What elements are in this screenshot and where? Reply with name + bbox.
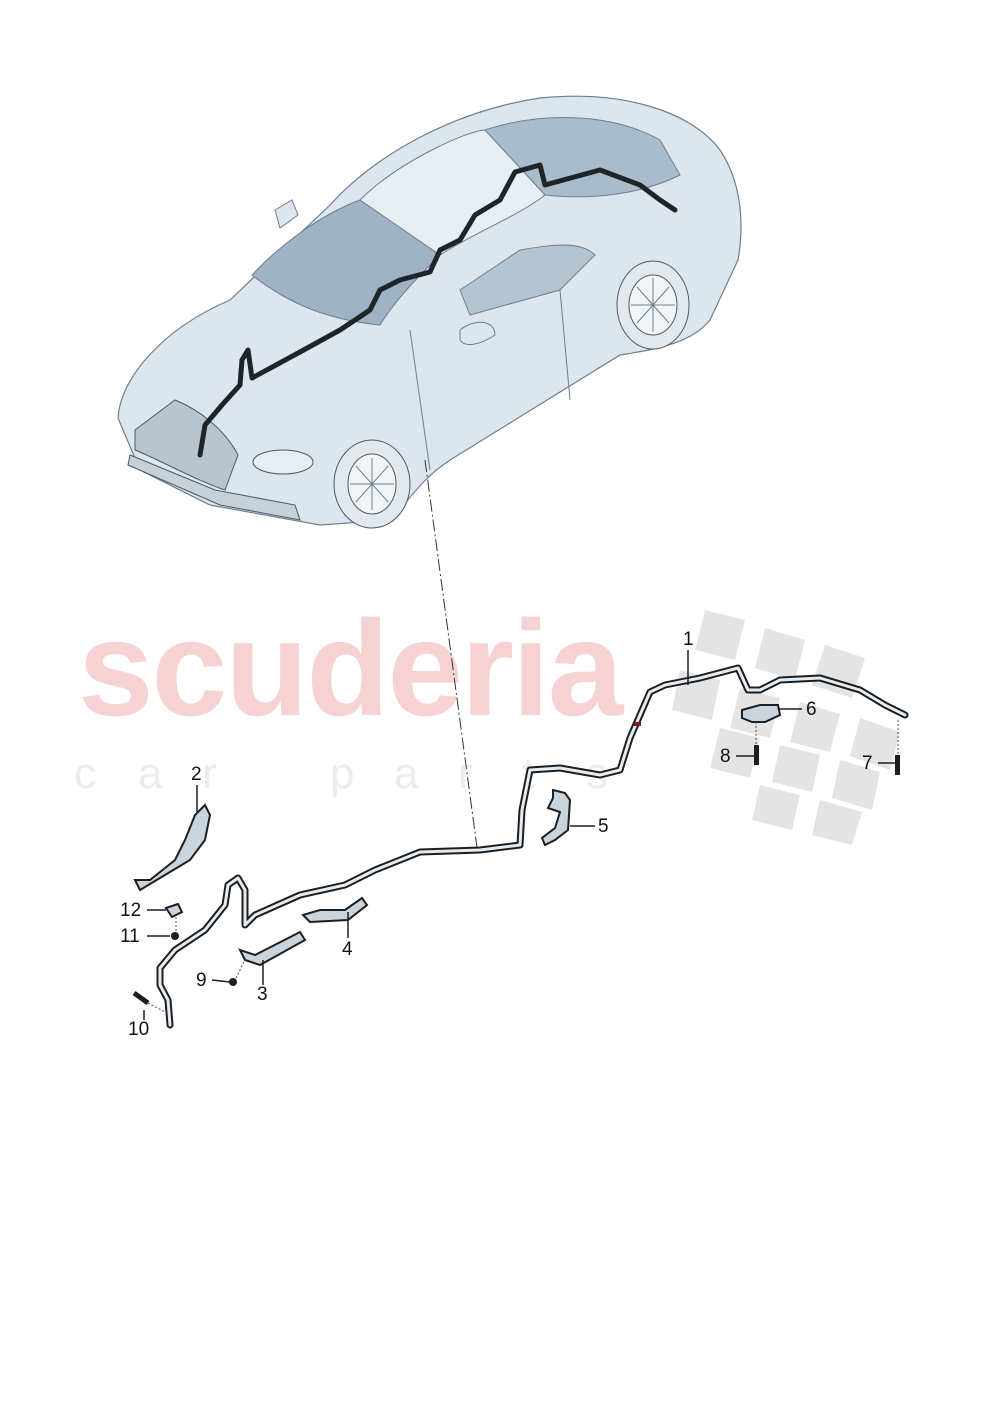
callout-2[interactable]: 2	[191, 764, 202, 785]
callout-4[interactable]: 4	[342, 939, 353, 960]
part-7-bolt	[895, 755, 900, 775]
callout-11[interactable]: 11	[120, 926, 140, 947]
callout-9[interactable]: 9	[196, 970, 207, 991]
watermark-letter: c	[74, 749, 96, 798]
part-8-bolt	[754, 745, 759, 765]
callout-12[interactable]: 12	[120, 900, 142, 921]
part-10-bolt	[132, 990, 150, 1006]
watermark-letter: a	[138, 749, 163, 798]
callout-6[interactable]: 6	[806, 699, 817, 720]
callout-5[interactable]: 5	[598, 816, 609, 837]
callout-1[interactable]: 1	[683, 629, 694, 650]
part-9-nut	[229, 978, 237, 986]
highlighted-line-route	[197, 162, 678, 458]
watermark-letter: p	[330, 749, 355, 798]
part-11-nut	[171, 932, 179, 940]
part-5-clip	[540, 788, 572, 847]
callout-8[interactable]: 8	[720, 746, 731, 767]
watermark-letter: r	[202, 749, 217, 798]
callout-7[interactable]: 7	[862, 753, 873, 774]
part-2-bracket	[133, 803, 212, 892]
callout-10[interactable]: 10	[128, 1019, 150, 1040]
watermark-letter: a	[394, 749, 419, 798]
part-3-bracket	[238, 930, 307, 967]
part-6-clip	[741, 704, 782, 723]
part-12-grommet	[164, 902, 184, 919]
watermark-brand: scuderia	[78, 592, 623, 744]
part-4-bracket	[301, 896, 369, 924]
callout-3[interactable]: 3	[257, 984, 268, 1005]
